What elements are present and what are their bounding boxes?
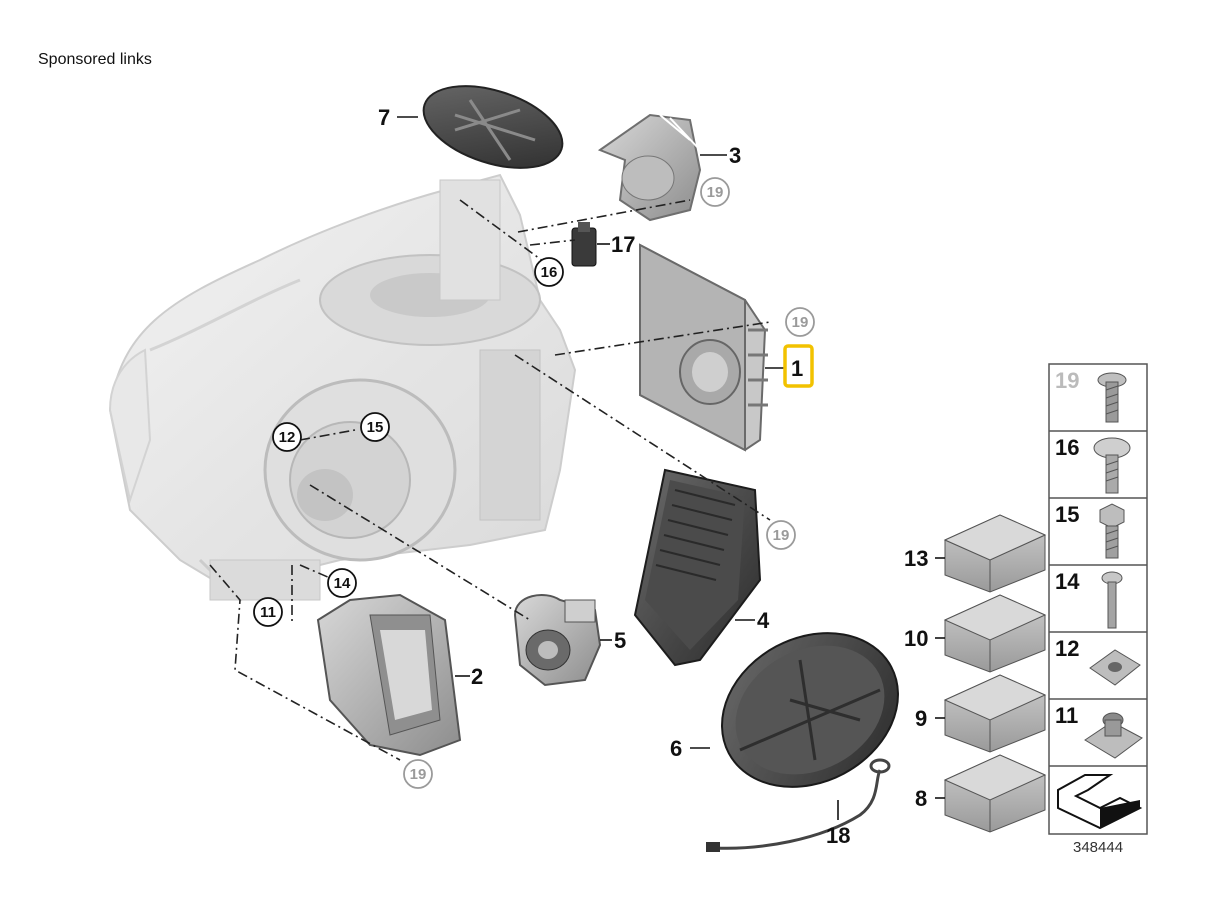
table-label-14: 14 (1055, 569, 1080, 594)
svg-text:19: 19 (792, 314, 809, 331)
part-4-ballast (633, 468, 762, 667)
svg-text:15: 15 (367, 419, 384, 436)
circled-callout-11: 11 (253, 597, 283, 627)
torx-screw-icon (1097, 372, 1127, 423)
part-7-cover-cap (422, 85, 564, 169)
box-13 (943, 514, 1047, 593)
part-18-ground-wire (706, 758, 891, 852)
circled-callout-19d: 19 (403, 759, 433, 789)
clip-nut-icon (1089, 649, 1141, 686)
reference-number: 348444 (1073, 839, 1123, 856)
circled-callout-19b: 19 (785, 307, 815, 337)
svg-text:19: 19 (410, 766, 427, 783)
callout-6: 6 (670, 736, 682, 761)
box-9 (943, 674, 1047, 753)
table-label-11: 11 (1055, 703, 1078, 728)
parts-table: 19 16 15 14 12 (1048, 363, 1148, 835)
circled-callout-19a: 19 (700, 177, 730, 207)
round-head-screw-icon (1093, 437, 1131, 494)
hex-flange-screw-icon (1099, 503, 1125, 559)
callout-9: 9 (915, 706, 927, 731)
part-5-blower-fan (513, 594, 602, 687)
circled-callout-15: 15 (360, 412, 390, 442)
circled-callout-16: 16 (534, 257, 564, 287)
table-label-19: 19 (1055, 368, 1079, 393)
part-17-sensor (571, 222, 597, 267)
expanding-nut-icon (1084, 712, 1143, 759)
svg-text:11: 11 (260, 604, 276, 621)
part-3-lamp-holder (597, 113, 702, 222)
svg-text:14: 14 (334, 575, 351, 592)
part-6-round-cover (721, 632, 899, 788)
callout-13: 13 (904, 546, 928, 571)
sponsored-links-label: Sponsored links (38, 51, 152, 68)
callout-1: 1 (791, 356, 803, 381)
arrow-icon (1057, 774, 1143, 830)
callout-5: 5 (614, 628, 626, 653)
circled-callout-14: 14 (327, 568, 357, 598)
callout-8: 8 (915, 786, 927, 811)
box-10 (943, 594, 1047, 673)
callout-17: 17 (611, 232, 635, 257)
part-1-control-unit (639, 243, 768, 452)
long-screw-icon (1101, 571, 1123, 629)
part-2-air-duct (316, 593, 462, 757)
callout-1-highlight: 1 (783, 344, 814, 388)
svg-text:12: 12 (279, 429, 296, 446)
callout-3: 3 (729, 143, 741, 168)
callout-7: 7 (378, 105, 390, 130)
box-8 (943, 754, 1047, 833)
connector-lines (209, 199, 771, 761)
leader-lines (397, 116, 945, 820)
circled-callout-19c: 19 (766, 520, 796, 550)
headlight-housing (108, 173, 577, 602)
svg-text:19: 19 (773, 527, 790, 544)
svg-text:16: 16 (541, 264, 558, 281)
table-label-15: 15 (1055, 502, 1079, 527)
callout-10: 10 (904, 626, 928, 651)
callout-4: 4 (757, 608, 770, 633)
table-label-16: 16 (1055, 435, 1079, 460)
circled-callout-12: 12 (272, 422, 302, 452)
svg-text:19: 19 (707, 184, 724, 201)
table-label-12: 12 (1055, 636, 1079, 661)
callout-18: 18 (826, 823, 850, 848)
callout-2: 2 (471, 664, 483, 689)
